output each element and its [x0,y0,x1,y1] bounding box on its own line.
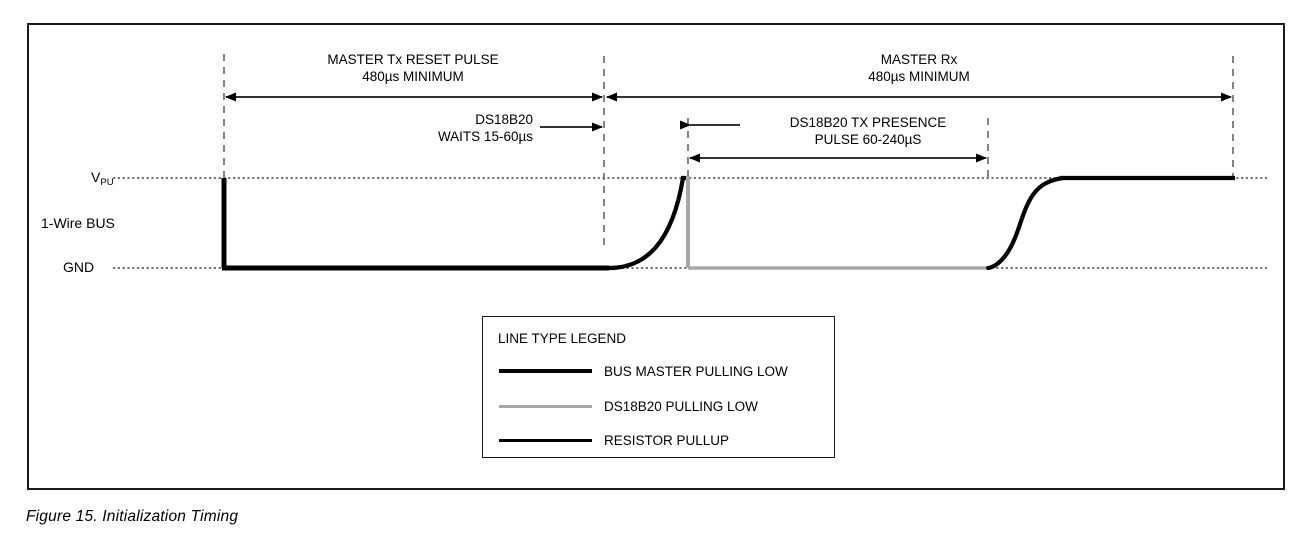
annotation-master-rx-line2: 480µs MINIMUM [868,69,970,84]
axis-label-bus: 1-Wire BUS [41,215,115,231]
legend-title: LINE TYPE LEGEND [498,331,627,346]
legend-label-ds18b20-pulling-low: DS18B20 PULLING LOW [604,399,758,414]
axis-label-vpu-sub: PU [100,177,114,188]
legend-box [482,316,835,458]
legend-label-resistor-pullup: RESISTOR PULLUP [604,433,730,448]
annotation-ds18b20-waits-line2: WAITS 15-60µs [437,129,533,144]
annotation-master-tx-line2: 480µs MINIMUM [362,69,464,84]
annotation-presence-pulse-line2: PULSE 60-240µS [814,132,922,147]
annotation-master-rx-line1: MASTER Rx [880,52,958,67]
figure-caption: Figure 15. Initialization Timing [26,508,239,525]
legend-swatch-bus-master-pulling-low [499,369,592,374]
annotation-presence-pulse-line1: DS18B20 TX PRESENCE [789,115,947,130]
axis-label-gnd: GND [63,259,95,275]
annotation-master-tx: MASTER Tx RESET PULSE 480µs MINIMUM [253,51,573,85]
axis-label-vpu-main: V [91,169,101,185]
annotation-ds18b20-waits-line1: DS18B20 [475,112,533,127]
legend-label-bus-master-pulling-low: BUS MASTER PULLING LOW [604,364,788,379]
legend-swatch-resistor-pullup [499,439,592,442]
annotation-ds18b20-waits: DS18B20 WAITS 15-60µs [308,111,533,145]
axis-label-vpu: VPU [91,169,114,188]
annotation-master-tx-line1: MASTER Tx RESET PULSE [327,52,499,67]
annotation-presence-pulse: DS18B20 TX PRESENCE PULSE 60-240µS [752,114,984,148]
legend-swatch-ds18b20-pulling-low [499,405,592,408]
annotation-master-rx: MASTER Rx 480µs MINIMUM [759,51,1079,85]
